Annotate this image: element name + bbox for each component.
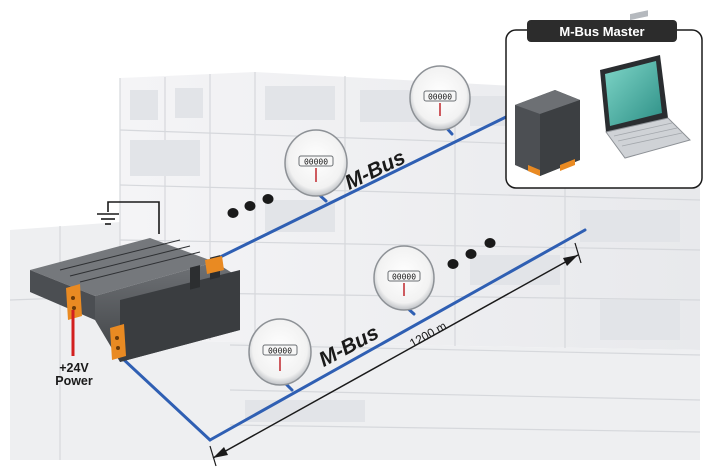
mbus-converter-device	[30, 238, 240, 362]
svg-text:00000: 00000	[268, 347, 292, 356]
lower-bus-return-line	[120, 356, 212, 442]
svg-text:00000: 00000	[392, 273, 416, 282]
controller-device-icon	[515, 90, 580, 176]
power-label-line1: +24V	[59, 361, 89, 375]
meter-icon: 00000	[284, 129, 348, 197]
upper-bus-line	[208, 114, 510, 264]
mbus-master-panel: M-Bus Master	[505, 10, 703, 189]
meter-icon: 00000	[248, 318, 312, 386]
meter-icon: 00000	[409, 65, 471, 131]
lower-bus-line	[208, 228, 587, 442]
meter-icon: 00000	[373, 245, 435, 311]
master-title: M-Bus Master	[559, 24, 644, 39]
continuation-dots-upper	[227, 194, 274, 218]
laptop-icon	[600, 10, 691, 159]
svg-text:00000: 00000	[428, 93, 452, 102]
power-label-line2: Power	[55, 374, 93, 388]
ground-icon	[97, 201, 160, 234]
svg-text:00000: 00000	[304, 158, 328, 167]
continuation-dots-lower	[447, 238, 496, 269]
